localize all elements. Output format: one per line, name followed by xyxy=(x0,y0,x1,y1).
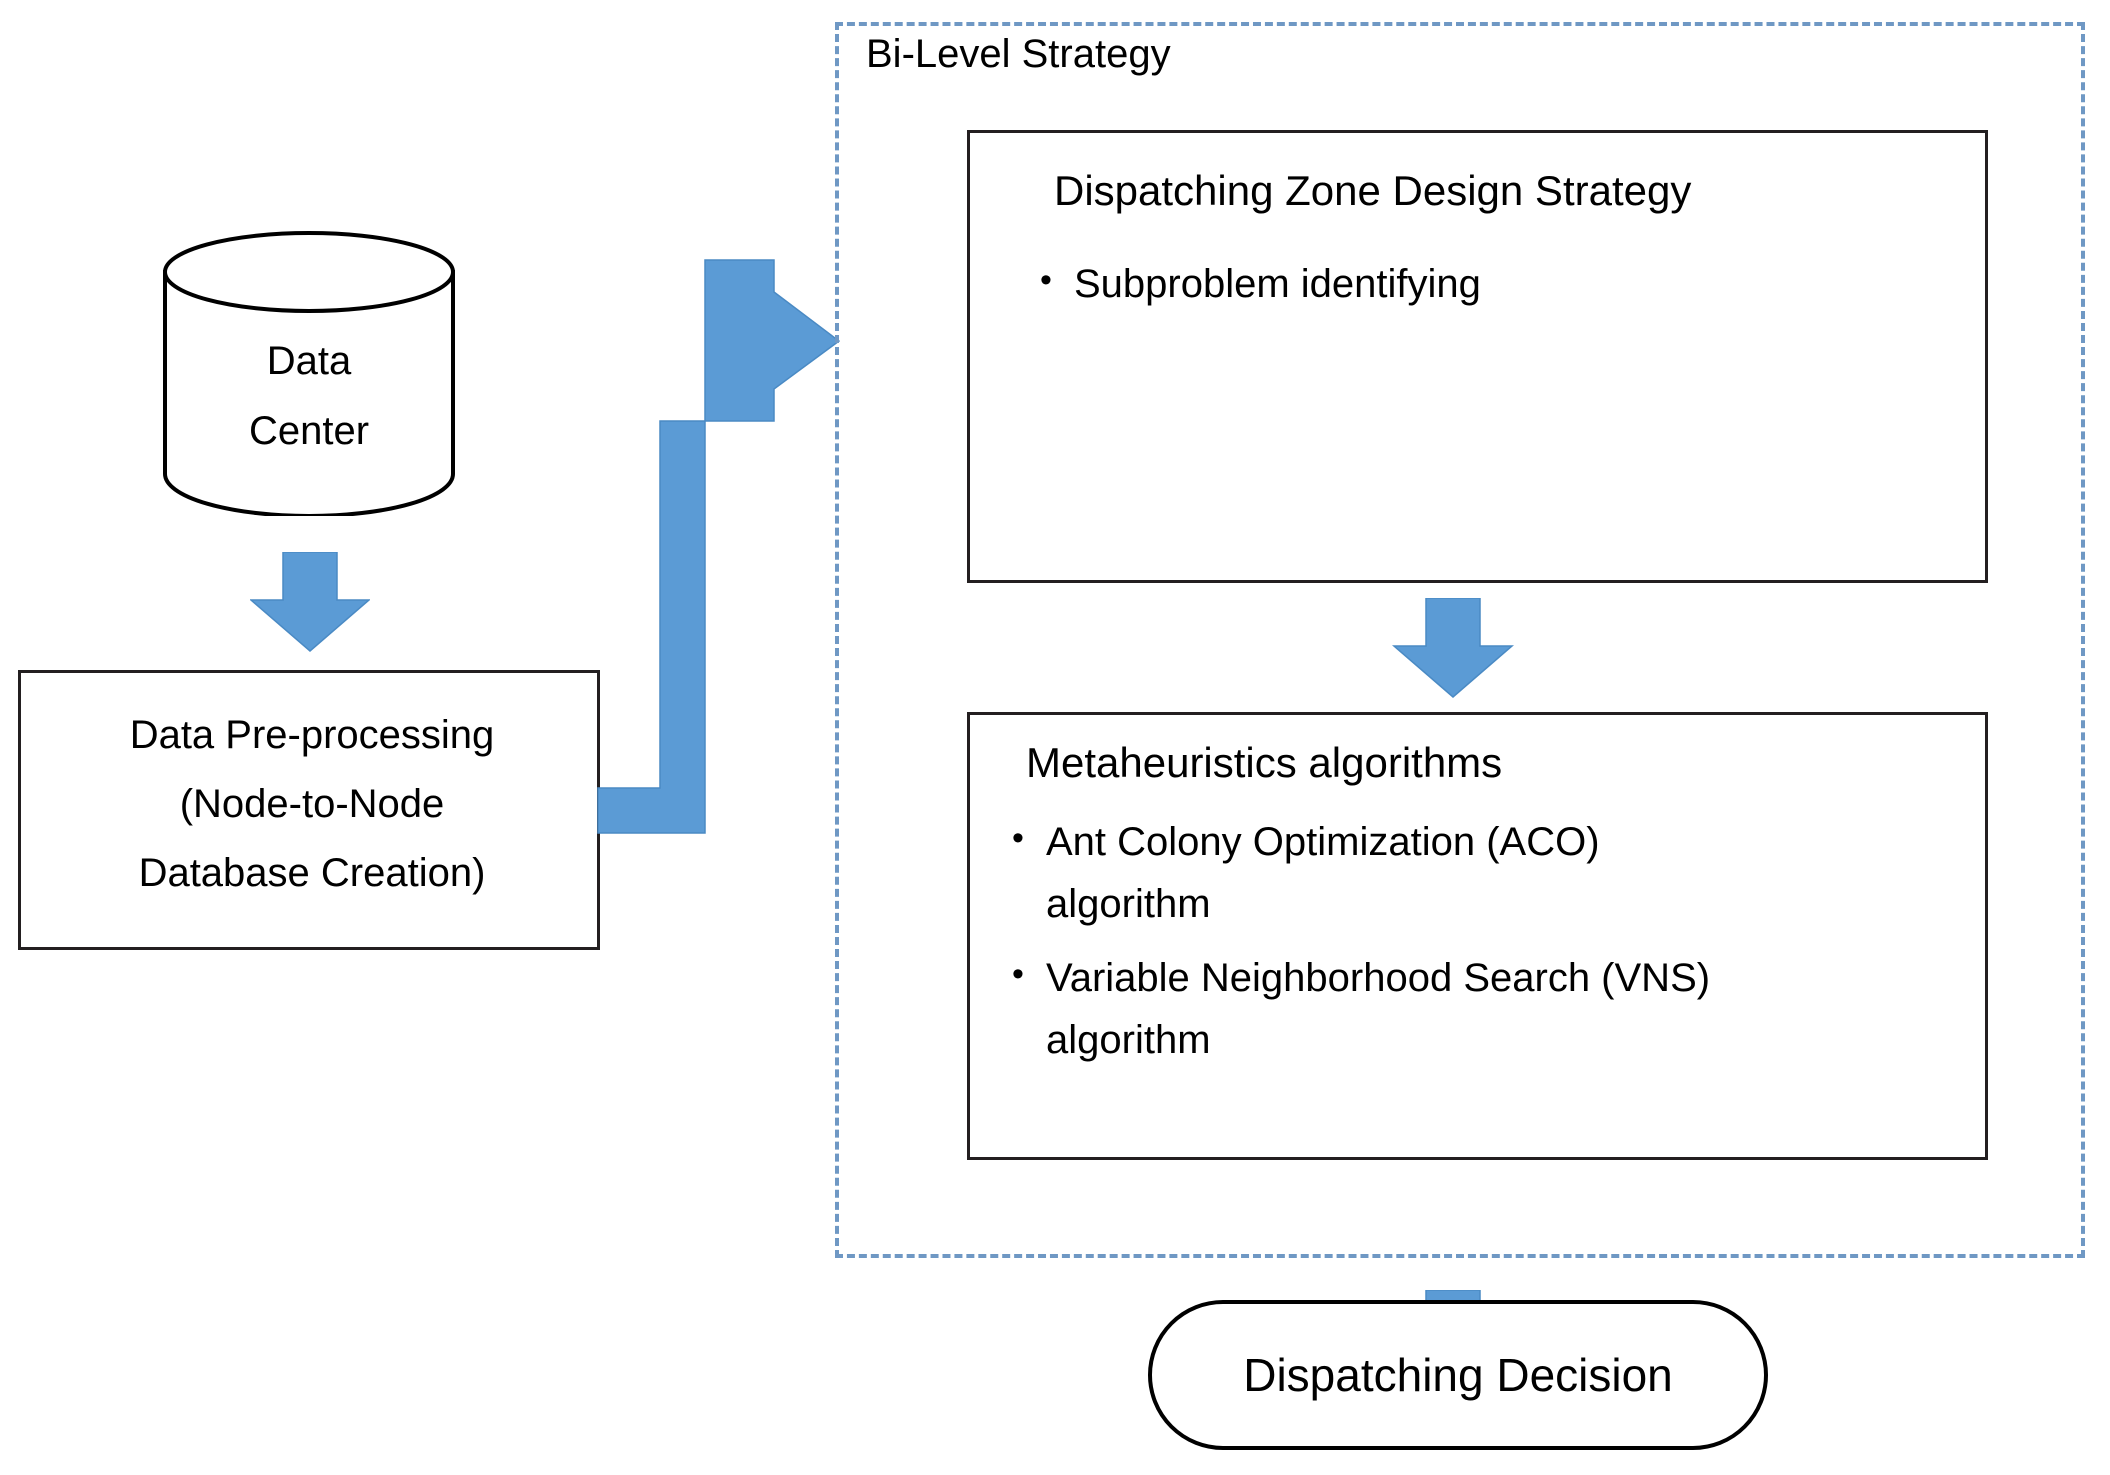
bullet-text: Subproblem identifying xyxy=(1074,262,1481,306)
data-center-cylinder: Data Center xyxy=(162,230,456,516)
arrow-data-center-to-preprocessing xyxy=(250,552,370,652)
dispatching-zone-design-title: Dispatching Zone Design Strategy xyxy=(1054,167,1692,214)
bilevel-strategy-panel xyxy=(835,22,2085,1258)
metaheuristics-algorithms-box: Metaheuristics algorithms • Ant Colony O… xyxy=(967,712,1988,1160)
arrow-preprocessing-to-bilevel xyxy=(596,256,840,838)
bullet-text: Ant Colony Optimization (ACO) algorithm xyxy=(1046,820,1600,926)
list-item: • Variable Neighborhood Search (VNS) alg… xyxy=(1012,947,1710,1071)
bullet-text: Variable Neighborhood Search (VNS) algor… xyxy=(1046,956,1711,1062)
list-item: • Subproblem identifying xyxy=(1040,253,1481,315)
preprocessing-label: Data Pre-processing (Node-to-Node Databa… xyxy=(129,713,495,896)
metaheuristics-algorithms-title: Metaheuristics algorithms xyxy=(1026,739,1503,786)
bullet-dot-icon: • xyxy=(1012,955,1024,993)
bilevel-strategy-title: Bi-Level Strategy xyxy=(866,32,1171,76)
bullet-dot-icon: • xyxy=(1012,819,1024,857)
dispatching-decision-pill: Dispatching Decision xyxy=(1148,1300,1768,1450)
data-center-label: Data Center xyxy=(248,339,370,453)
dispatching-zone-design-box: Dispatching Zone Design Strategy • Subpr… xyxy=(967,130,1988,583)
arrow-zone-to-metaheuristics xyxy=(1392,598,1514,698)
cylinder-shape xyxy=(163,231,455,516)
dispatching-decision-label: Dispatching Decision xyxy=(1243,1349,1673,1401)
list-item: • Ant Colony Optimization (ACO) algorith… xyxy=(1012,811,1600,935)
preprocessing-box: Data Pre-processing (Node-to-Node Databa… xyxy=(18,670,600,950)
bullet-dot-icon: • xyxy=(1040,261,1052,299)
